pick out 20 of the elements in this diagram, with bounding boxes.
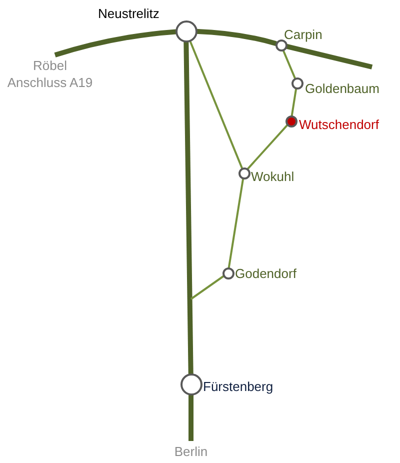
station-name: Godendorf xyxy=(235,266,296,281)
main-rail-line xyxy=(184,40,194,374)
main-rail-line xyxy=(54,29,176,58)
destination-label: Berlin xyxy=(168,443,214,460)
main-rail-line xyxy=(285,44,373,70)
branch-rail-line xyxy=(188,40,244,169)
branch-rail-line xyxy=(282,49,296,79)
main-rail-line xyxy=(196,28,277,46)
branch-rail-line xyxy=(290,88,298,116)
main-rail-line xyxy=(188,394,194,441)
station-name: Wutschendorf xyxy=(299,117,379,132)
station-name: Neustrelitz xyxy=(98,6,160,21)
destination-label: Röbel Anschluss A19 xyxy=(4,57,96,91)
station-name: Carpin xyxy=(284,27,322,42)
station-name: Fürstenberg xyxy=(203,379,274,394)
branch-rail-line xyxy=(246,124,288,170)
branch-rail-line xyxy=(190,275,224,300)
branch-rail-line xyxy=(228,178,244,268)
station-name: Wokuhl xyxy=(251,169,294,184)
station-name: Goldenbaum xyxy=(305,81,380,96)
